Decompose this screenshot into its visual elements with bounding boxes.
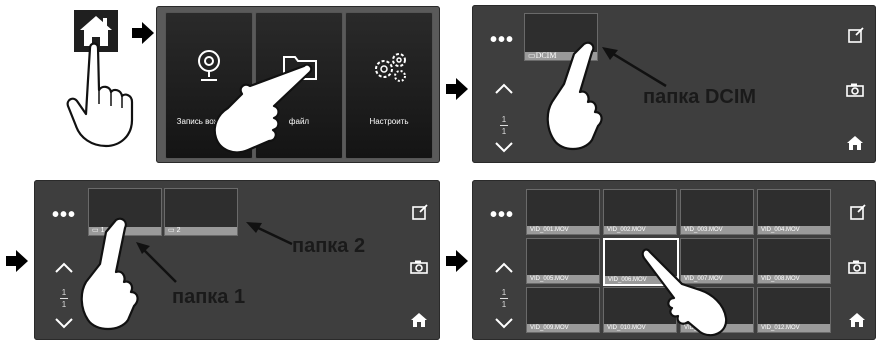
- home-icon[interactable]: [410, 312, 428, 328]
- pointing-hand-icon: [74, 216, 152, 334]
- file-item[interactable]: VID_008.MOV: [757, 238, 831, 284]
- file-label: VID_008.MOV: [758, 275, 830, 283]
- more-options-icon[interactable]: •••: [490, 35, 514, 45]
- page-total: 1: [499, 300, 509, 309]
- chevron-down-icon[interactable]: [494, 141, 514, 153]
- menu-item-label: Настроить: [346, 117, 432, 126]
- file-item[interactable]: VID_012.MOV: [757, 287, 831, 333]
- folder-small-icon: ▭: [168, 227, 175, 234]
- pointing-hand-icon: [640, 246, 730, 340]
- camera-icon[interactable]: [410, 260, 428, 274]
- file-item[interactable]: VID_005.MOV: [526, 238, 600, 284]
- chevron-down-icon[interactable]: [494, 317, 514, 329]
- pointing-hand-icon: [540, 40, 614, 152]
- callout-dcim: папка DCIM: [643, 86, 756, 109]
- file-label: VID_003.MOV: [681, 226, 753, 234]
- chevron-up-icon[interactable]: [54, 262, 74, 274]
- home-icon[interactable]: [846, 135, 864, 151]
- page-total: 1: [59, 300, 69, 309]
- folder-label: ▭ 2: [165, 227, 237, 235]
- page-current: 1: [499, 115, 509, 124]
- callout-folder-1: папка 1: [172, 286, 245, 309]
- callout-arrow-icon: [244, 218, 294, 248]
- file-label: VID_002.MOV: [604, 226, 676, 234]
- file-label: VID_004.MOV: [758, 226, 830, 234]
- chevron-up-icon[interactable]: [494, 83, 514, 95]
- edit-icon[interactable]: [848, 27, 864, 43]
- camera-icon[interactable]: [848, 260, 866, 274]
- home-icon[interactable]: [848, 312, 866, 328]
- more-options-icon[interactable]: •••: [52, 210, 76, 220]
- file-item[interactable]: VID_003.MOV: [680, 189, 754, 235]
- page-current: 1: [59, 288, 69, 297]
- page-divider: [500, 298, 508, 299]
- file-label: VID_012.MOV: [758, 324, 830, 332]
- file-item[interactable]: VID_009.MOV: [526, 287, 600, 333]
- chevron-down-icon[interactable]: [54, 317, 74, 329]
- step-arrow-icon: [132, 22, 154, 44]
- folder-item-2[interactable]: ▭ 2: [164, 188, 238, 236]
- page-divider: [500, 125, 508, 126]
- menu-item-settings[interactable]: Настроить: [345, 12, 433, 159]
- page-divider: [60, 298, 68, 299]
- step-arrow-icon: [446, 250, 468, 272]
- dcim-browser-screen: ••• 1 1 ▭DCIM: [472, 5, 876, 163]
- edit-icon[interactable]: [850, 204, 866, 220]
- pointing-hand-icon: [62, 40, 142, 150]
- camera-icon[interactable]: [846, 83, 864, 97]
- pointing-hand-icon: [208, 54, 318, 158]
- step-arrow-icon: [6, 250, 28, 272]
- page-current: 1: [499, 288, 509, 297]
- file-label: VID_001.MOV: [527, 226, 599, 234]
- folder-small-icon: ▭: [528, 52, 536, 60]
- file-item[interactable]: VID_002.MOV: [603, 189, 677, 235]
- callout-folder-2: папка 2: [292, 235, 365, 258]
- gears-icon: [370, 49, 410, 85]
- file-label: VID_009.MOV: [527, 324, 599, 332]
- page-total: 1: [499, 127, 509, 136]
- folder-name: 2: [177, 227, 181, 234]
- chevron-up-icon[interactable]: [494, 262, 514, 274]
- file-item[interactable]: VID_001.MOV: [526, 189, 600, 235]
- step-arrow-icon: [446, 78, 468, 100]
- edit-icon[interactable]: [412, 204, 428, 220]
- more-options-icon[interactable]: •••: [490, 210, 514, 220]
- file-item[interactable]: VID_004.MOV: [757, 189, 831, 235]
- file-label: VID_005.MOV: [527, 275, 599, 283]
